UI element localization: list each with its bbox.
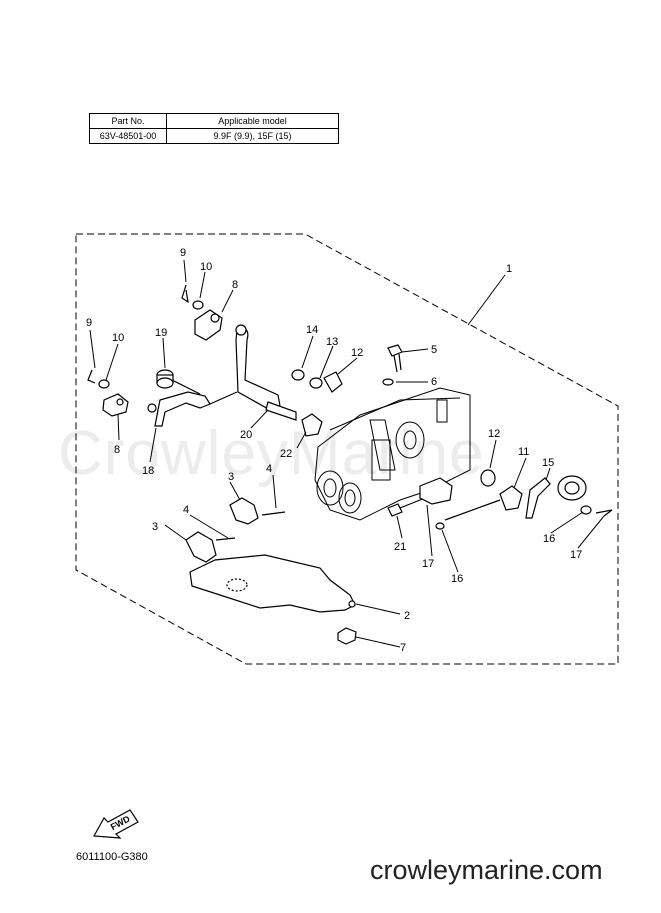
callout-20: 20 [240,429,252,441]
cell-applicable-model: 9.9F (9.9), 15F (15) [166,128,339,144]
callout-4a: 4 [266,463,272,475]
site-url: crowleymarine.com [370,855,603,885]
callout-15: 15 [542,457,554,469]
callout-17a: 17 [422,558,434,570]
engine-body [314,387,471,521]
callout-16a: 16 [451,573,463,585]
callout-10b: 10 [112,332,124,344]
callout-11: 11 [518,446,529,458]
leader-lines [89,259,605,648]
callout-labels: 9 10 8 1 9 10 19 14 13 12 5 6 8 18 20 22… [86,247,582,654]
callout-12b: 12 [488,428,500,440]
callout-3a: 3 [228,471,234,483]
figure-code: 6011100-G380 [76,851,148,863]
callout-13: 13 [326,336,338,348]
callout-8a: 8 [232,279,238,291]
callout-8b: 8 [114,444,120,456]
assembly-boundary [75,233,619,665]
callout-3b: 3 [152,521,158,533]
callout-17b: 17 [570,549,582,561]
fwd-arrow-icon: FWD [93,809,139,839]
callout-1: 1 [506,263,512,275]
table-header-row: Part No. Applicable model [89,113,339,129]
throttle-linkage [87,284,613,645]
callout-22: 22 [280,448,292,460]
callout-4b: 4 [183,504,189,516]
callout-10a: 10 [200,261,212,273]
callout-19: 19 [155,327,167,339]
watermark: CrowleyMarine [58,419,485,488]
callout-9a: 9 [180,247,186,259]
callout-7: 7 [400,642,406,654]
callout-6: 6 [431,376,437,388]
applicable-model-table: Part No. Applicable model 63V-48501-00 9… [89,113,339,144]
callout-18: 18 [142,465,154,477]
callout-2: 2 [404,610,410,622]
callout-12a: 12 [351,347,363,359]
callout-16b: 16 [543,533,555,545]
callout-5: 5 [431,344,437,356]
callout-21: 21 [394,541,406,553]
callout-14: 14 [306,324,318,336]
callout-9b: 9 [86,317,92,329]
table-row: 63V-48501-00 9.9F (9.9), 15F (15) [89,128,339,144]
